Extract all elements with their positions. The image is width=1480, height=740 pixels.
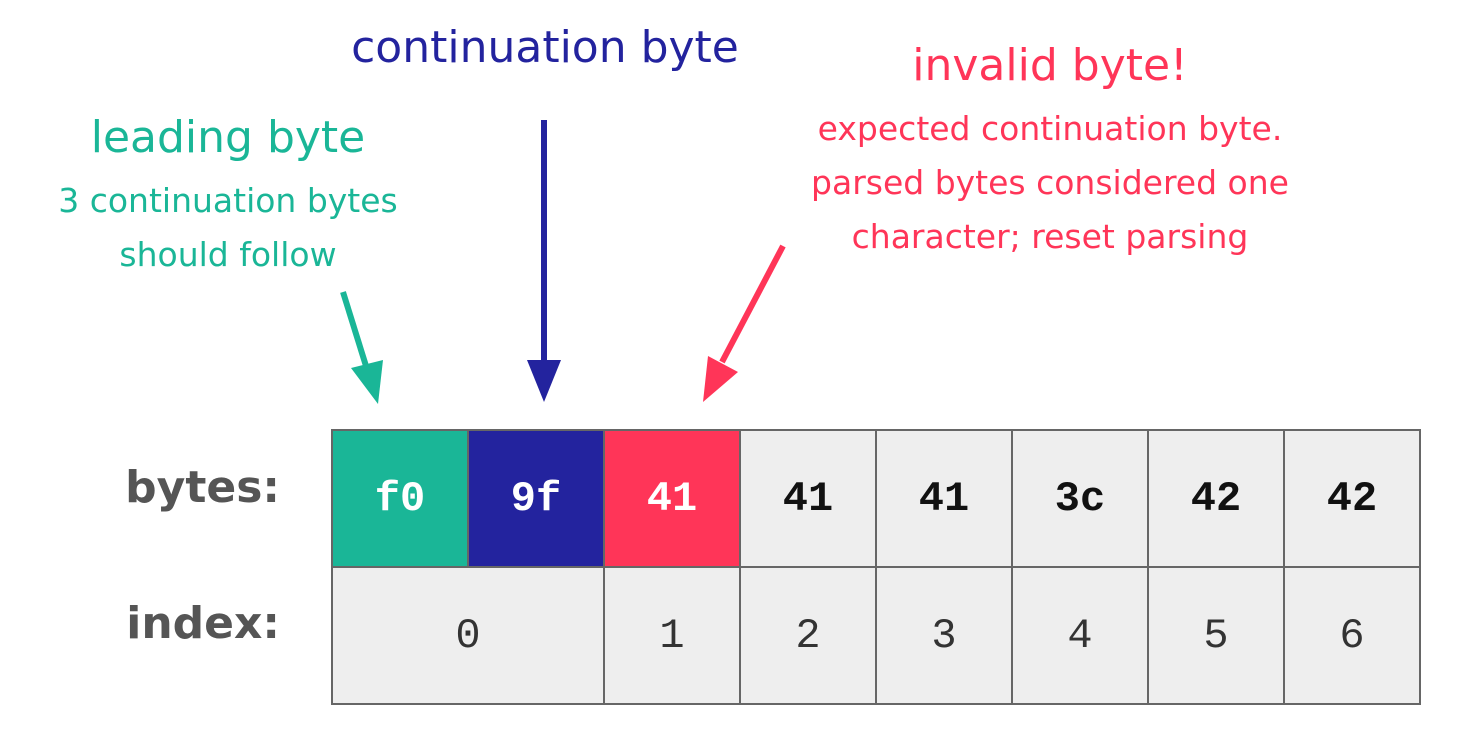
- invalid-byte-title: invalid byte!: [912, 40, 1188, 91]
- leading-byte-subtitle-line: 3 continuation bytes: [58, 181, 398, 220]
- byte-cell-continuation: 9f: [467, 429, 605, 568]
- index-cell: 0: [331, 566, 605, 705]
- invalid-byte-subtitle-line: expected continuation byte.: [817, 109, 1283, 148]
- byte-cell-normal: 42: [1283, 429, 1421, 568]
- index-cell: 2: [739, 566, 877, 705]
- index-cell: 3: [875, 566, 1013, 705]
- byte-cell-normal: 42: [1147, 429, 1285, 568]
- index-cell: 1: [603, 566, 741, 705]
- bytes-row-label: bytes:: [125, 462, 280, 513]
- leading-arrow: [340, 291, 383, 404]
- continuation-byte-title: continuation byte: [351, 22, 739, 73]
- invalid-byte-subtitle-line: parsed bytes considered one: [811, 163, 1289, 202]
- index-cell: 5: [1147, 566, 1285, 705]
- invalid-arrow: [703, 244, 786, 402]
- byte-cell-normal: 41: [739, 429, 877, 568]
- index-cell: 4: [1011, 566, 1149, 705]
- byte-cell-normal: 3c: [1011, 429, 1149, 568]
- byte-cell-normal: 41: [875, 429, 1013, 568]
- index-row-label: index:: [126, 598, 280, 649]
- index-cell: 6: [1283, 566, 1421, 705]
- leading-byte-title: leading byte: [90, 112, 366, 163]
- byte-cell-leading: f0: [331, 429, 469, 568]
- invalid-byte-subtitle: expected continuation byte. parsed bytes…: [720, 102, 1380, 264]
- invalid-byte-subtitle-line: character; reset parsing: [851, 217, 1249, 256]
- leading-byte-subtitle-line: should follow: [119, 235, 337, 274]
- continuation-arrow: [527, 120, 561, 402]
- byte-cell-invalid: 41: [603, 429, 741, 568]
- leading-byte-subtitle: 3 continuation bytes should follow: [0, 174, 456, 282]
